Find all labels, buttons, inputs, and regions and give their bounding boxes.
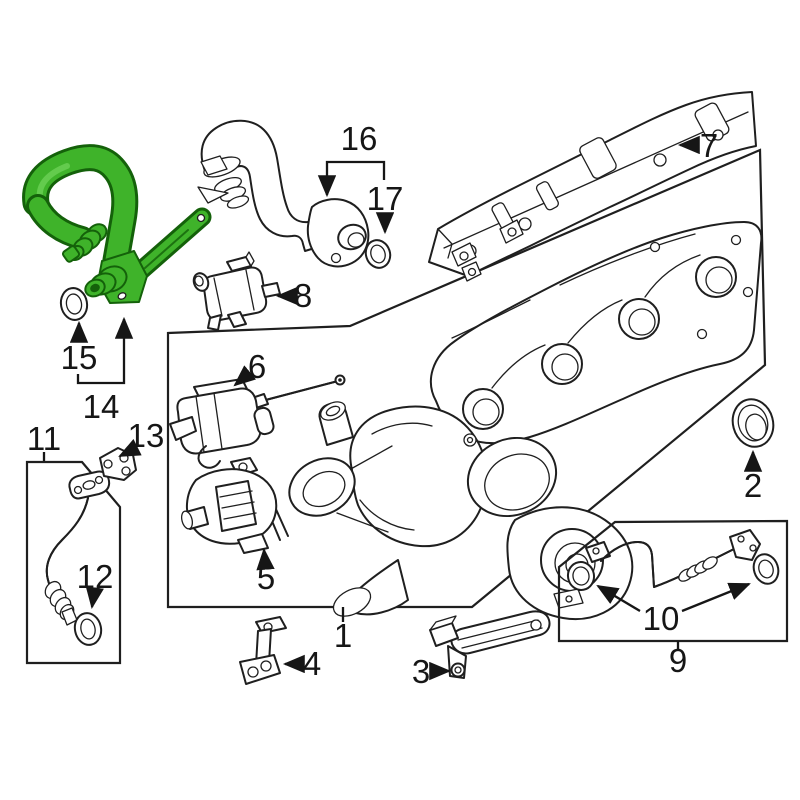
callout-label-6: 6 bbox=[248, 348, 266, 385]
callout-label-14: 14 bbox=[83, 388, 120, 425]
oil-return-pipe-group bbox=[25, 460, 122, 665]
callouts: 1 2 3 4 5 6 7 8 bbox=[27, 120, 763, 690]
callout-label-3: 3 bbox=[412, 653, 430, 690]
callout-label-12: 12 bbox=[77, 558, 114, 595]
diverter-valve-art bbox=[180, 457, 289, 554]
part-1-group-box bbox=[166, 148, 767, 609]
callout-5: 5 bbox=[256, 547, 275, 596]
seal-ring-15 bbox=[59, 287, 89, 321]
exhaust-manifold-turbo-art bbox=[288, 221, 763, 620]
callout-8: 8 bbox=[275, 277, 312, 314]
callout-15: 15 bbox=[61, 320, 98, 376]
bracket-4-art bbox=[239, 616, 287, 685]
callout-label-15: 15 bbox=[61, 339, 98, 376]
callout-label-13: 13 bbox=[128, 417, 165, 454]
callout-11: 11 bbox=[27, 420, 61, 461]
coolant-pipe-16-art bbox=[197, 119, 370, 268]
callout-10: 10 bbox=[596, 582, 751, 637]
callout-label-10: 10 bbox=[643, 600, 680, 637]
oil-feed-line-group bbox=[557, 519, 789, 643]
callout-label-16: 16 bbox=[341, 120, 378, 157]
callout-4: 4 bbox=[282, 645, 321, 682]
callout-label-1: 1 bbox=[334, 617, 352, 654]
callout-label-11: 11 bbox=[27, 420, 61, 457]
callout-1: 1 bbox=[334, 607, 352, 654]
callout-2: 2 bbox=[743, 449, 763, 504]
callout-label-4: 4 bbox=[303, 645, 321, 682]
callout-label-7: 7 bbox=[700, 127, 718, 164]
callout-17: 17 bbox=[367, 180, 404, 235]
callout-9: 9 bbox=[669, 641, 687, 679]
gasket-ring-17 bbox=[364, 239, 392, 269]
callout-label-2: 2 bbox=[744, 467, 762, 504]
callout-14: 14 bbox=[76, 316, 134, 425]
callout-16: 16 bbox=[317, 120, 386, 198]
callout-label-9: 9 bbox=[669, 642, 687, 679]
heat-shield-art bbox=[428, 91, 757, 282]
bracket-3-art bbox=[429, 610, 551, 679]
callout-3: 3 bbox=[412, 653, 452, 690]
callout-12: 12 bbox=[77, 558, 114, 610]
actuator-art bbox=[169, 374, 346, 469]
seal-ring-2 bbox=[731, 398, 775, 448]
solenoid-valve-art bbox=[192, 251, 281, 331]
highlighted-coolant-pipe-art bbox=[22, 144, 212, 304]
callout-6: 6 bbox=[233, 348, 266, 387]
callout-label-17: 17 bbox=[367, 180, 404, 217]
callout-label-8: 8 bbox=[294, 277, 312, 314]
callout-label-5: 5 bbox=[257, 559, 275, 596]
callout-7: 7 bbox=[677, 127, 718, 164]
callout-13: 13 bbox=[118, 417, 165, 458]
